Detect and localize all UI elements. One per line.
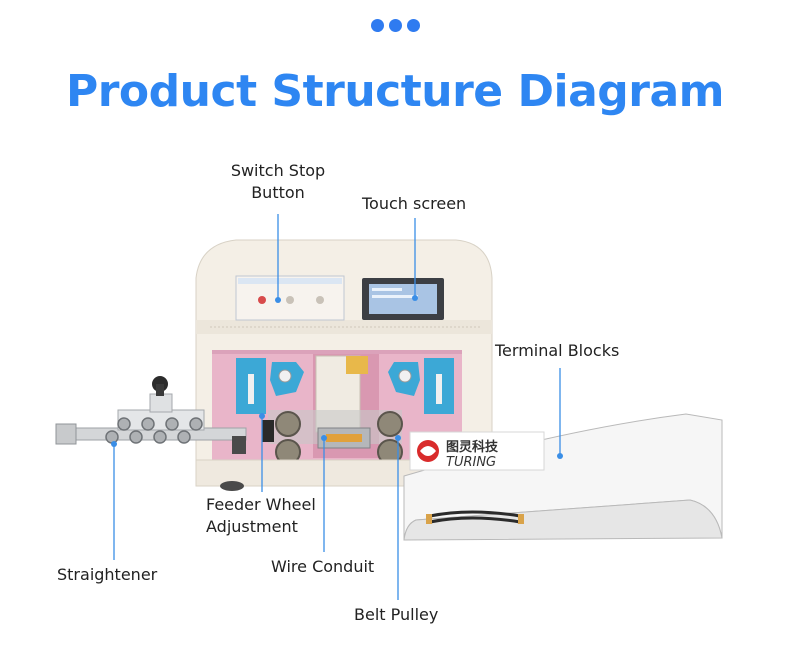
- touch-screen-unit: [362, 278, 444, 320]
- dot: [371, 19, 384, 32]
- callout-wire-conduit: Wire Conduit: [271, 557, 375, 576]
- feeder-wheels: [262, 410, 403, 465]
- page-title: Product Structure Diagram: [65, 66, 725, 117]
- dot: [389, 19, 402, 32]
- brand-chinese: 图灵科技: [446, 439, 499, 455]
- brand-label: 图灵科技 TURING: [409, 431, 545, 471]
- straightener-arm: [55, 376, 247, 454]
- front-panel: [212, 350, 462, 460]
- callout-touch-screen: Touch screen: [362, 194, 467, 213]
- brand-english: TURING: [446, 455, 496, 470]
- callout-line: Adjustment: [206, 517, 298, 536]
- callout-switch-stop-button: Switch Stop Button: [218, 160, 338, 204]
- callout-terminal-blocks: Terminal Blocks: [495, 341, 620, 360]
- callout-line: Feeder Wheel: [206, 495, 316, 514]
- stop-switch-icon: [258, 296, 266, 304]
- leader-lines: [111, 214, 563, 600]
- callout-feeder-wheel-adjustment: Feeder Wheel Adjustment: [206, 494, 316, 538]
- callout-line: Button: [251, 183, 305, 202]
- callout-line: Switch Stop: [230, 161, 326, 180]
- decorative-dots: [371, 19, 421, 33]
- switch-panel: [235, 275, 345, 321]
- dot: [407, 19, 420, 32]
- callout-straightener: Straightener: [57, 565, 158, 584]
- callout-belt-pulley: Belt Pulley: [354, 605, 439, 624]
